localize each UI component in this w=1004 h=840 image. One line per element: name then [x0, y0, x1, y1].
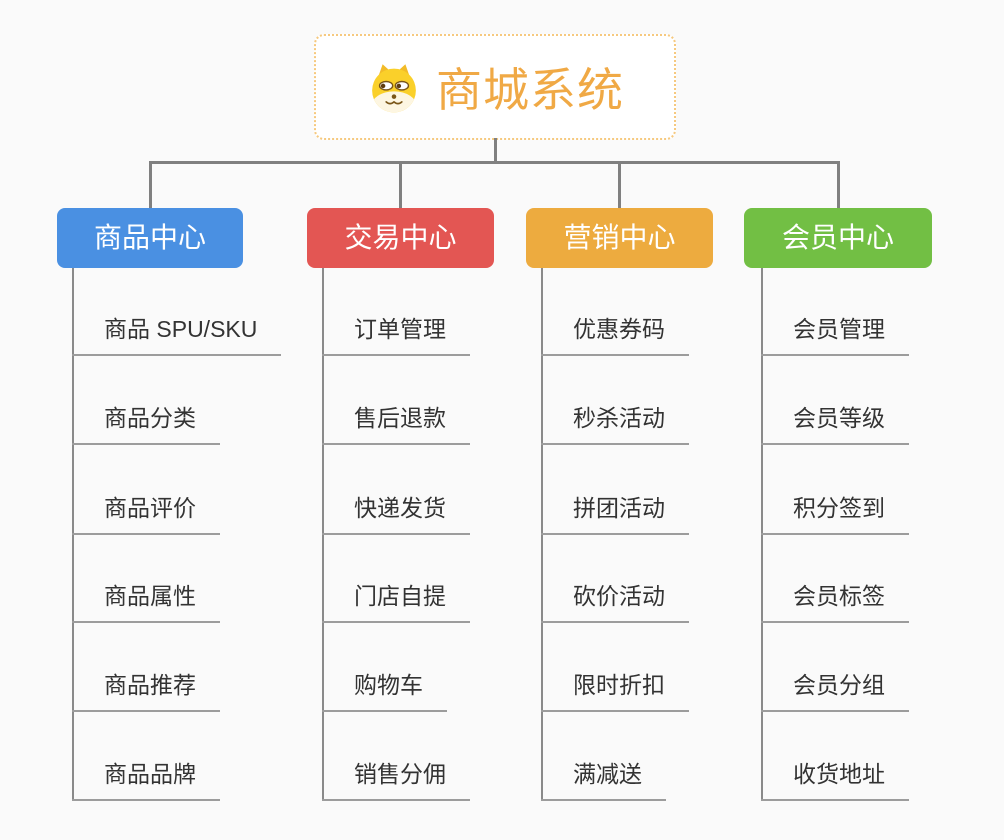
leaf-node[interactable]: 砍价活动 [541, 581, 689, 623]
leaf-node[interactable]: 门店自提 [322, 581, 470, 623]
connector-drop-goods [149, 161, 152, 210]
leaf-node[interactable]: 购物车 [322, 670, 447, 712]
leaf-node[interactable]: 秒杀活动 [541, 403, 689, 445]
connector-horizontal [149, 161, 840, 164]
leaf-node[interactable]: 会员等级 [761, 403, 909, 445]
leaf-node[interactable]: 售后退款 [322, 403, 470, 445]
branch-node-marketing-center[interactable]: 营销中心 [526, 208, 713, 268]
leaf-node[interactable]: 会员分组 [761, 670, 909, 712]
branch-node-goods-center[interactable]: 商品中心 [57, 208, 243, 268]
connector-drop-member [837, 161, 840, 210]
dog-face-icon [372, 64, 416, 113]
leaf-node[interactable]: 商品 SPU/SKU [72, 314, 282, 356]
connector-root-drop [494, 138, 497, 163]
leaf-node[interactable]: 收货地址 [761, 759, 909, 801]
leaf-node[interactable]: 会员管理 [761, 314, 909, 356]
leaf-node[interactable]: 限时折扣 [541, 670, 689, 712]
leaf-node[interactable]: 拼团活动 [541, 493, 689, 535]
connector-drop-trade [399, 161, 402, 210]
leaf-node[interactable]: 商品评价 [72, 493, 220, 535]
leaf-node[interactable]: 商品属性 [72, 581, 220, 623]
root-node[interactable]: 商城系统 [314, 34, 676, 140]
leaf-node[interactable]: 商品分类 [72, 403, 220, 445]
leaf-node[interactable]: 满减送 [541, 759, 666, 801]
leaf-node[interactable]: 商品推荐 [72, 670, 220, 712]
leaf-node[interactable]: 商品品牌 [72, 759, 220, 801]
leaf-node[interactable]: 快递发货 [322, 493, 470, 535]
leaf-node[interactable]: 订单管理 [322, 314, 470, 356]
connector-drop-marketing [618, 161, 621, 210]
branch-node-trade-center[interactable]: 交易中心 [307, 208, 494, 268]
leaf-node[interactable]: 优惠券码 [541, 314, 689, 356]
root-title: 商城系统 [436, 64, 624, 116]
leaf-node[interactable]: 会员标签 [761, 581, 909, 623]
leaf-node[interactable]: 销售分佣 [322, 759, 470, 801]
branch-node-member-center[interactable]: 会员中心 [744, 208, 932, 268]
leaf-node[interactable]: 积分签到 [761, 493, 909, 535]
